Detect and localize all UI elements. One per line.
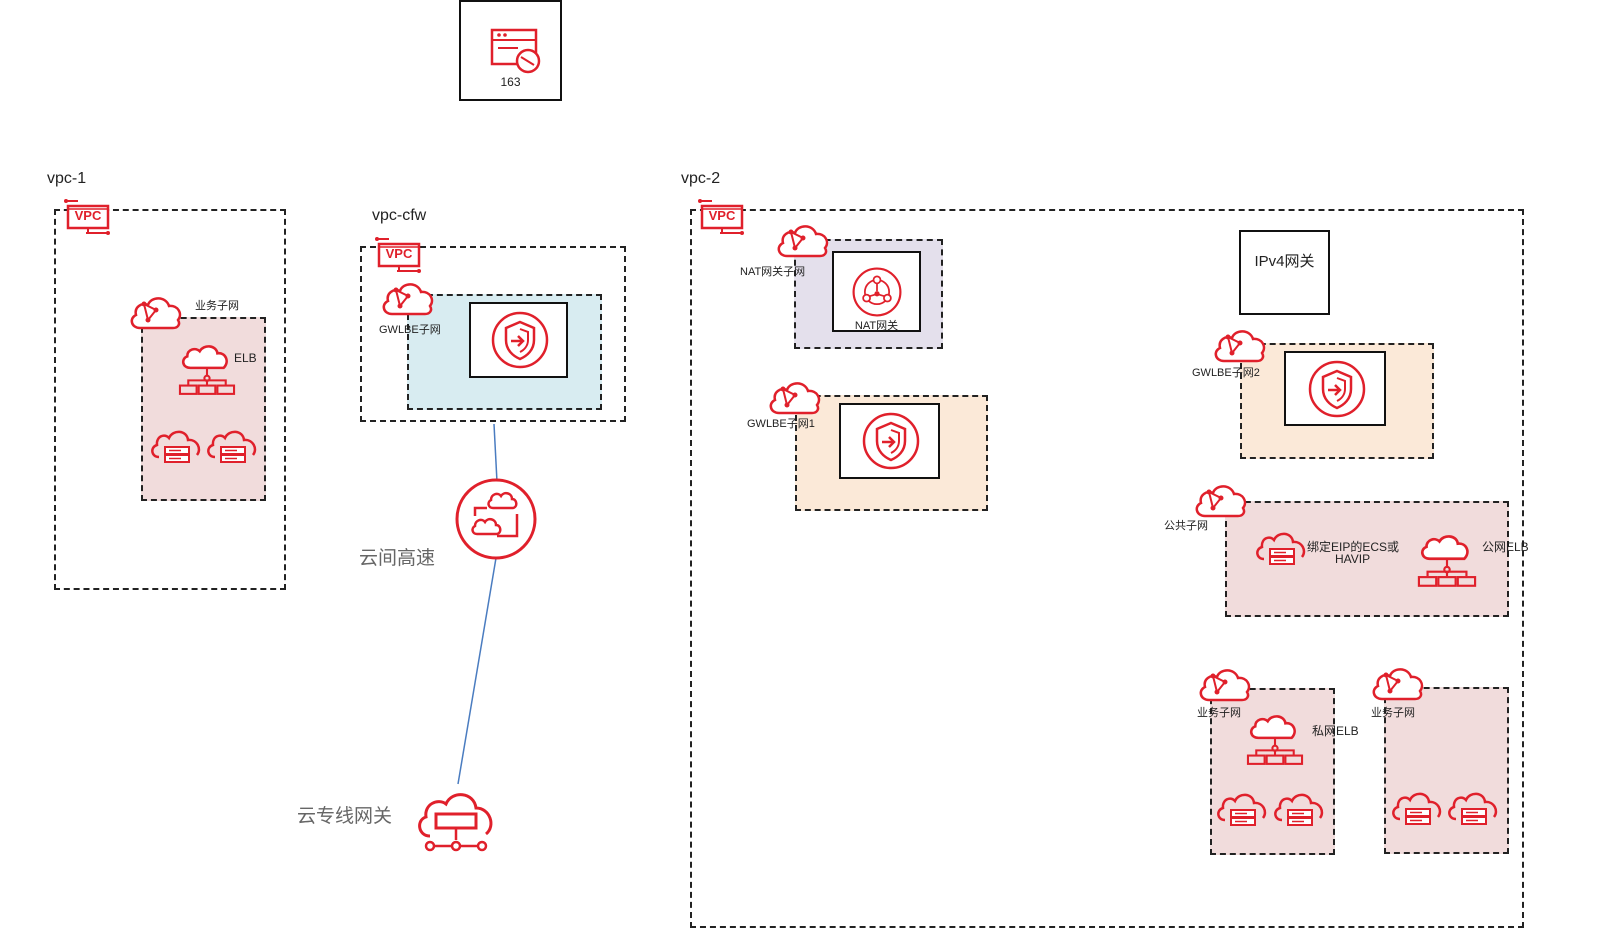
subnet-icon bbox=[128, 292, 184, 332]
vpc1-biz-subnet-label: 业务子网 bbox=[195, 300, 239, 312]
gwlbe-2-firewall-node[interactable] bbox=[1284, 351, 1386, 426]
gwlbe-subnet-2-label: GWLBE子网2 bbox=[1192, 367, 1260, 379]
ecs-icon[interactable] bbox=[1215, 790, 1271, 832]
gwlbe-subnet-1-label: GWLBE子网1 bbox=[747, 418, 815, 430]
private-elb-label: 私网ELB bbox=[1312, 724, 1359, 738]
nat-subnet-label: NAT网关子网 bbox=[740, 266, 806, 278]
vpc1-elb-label: ELB bbox=[234, 351, 257, 365]
firewall-shield-icon bbox=[1307, 359, 1367, 419]
ecs-icon[interactable] bbox=[1446, 789, 1502, 831]
vpccfw-container[interactable] bbox=[360, 246, 626, 422]
cfw-to-cloud-connect-link bbox=[493, 423, 498, 483]
subnet-icon bbox=[775, 220, 831, 260]
vpc2-title: vpc-2 bbox=[681, 170, 721, 187]
vpc2-badge: VPC bbox=[698, 198, 746, 238]
nat-gateway-label: NAT网关 bbox=[854, 320, 899, 332]
subnet-icon bbox=[380, 278, 436, 318]
gwlbe-1-firewall-node[interactable] bbox=[839, 403, 940, 479]
biz-subnet-b[interactable] bbox=[1384, 687, 1509, 854]
subnet-icon bbox=[767, 377, 823, 417]
vpc2-container[interactable] bbox=[690, 209, 1524, 928]
public-elb-label: 公网ELB bbox=[1482, 540, 1529, 554]
firewall-shield-icon bbox=[861, 411, 921, 471]
vpccfw-firewall-node[interactable] bbox=[469, 302, 568, 378]
ecs-eip-label-1: 绑定EIP的ECS或 bbox=[1307, 540, 1400, 554]
elb-icon[interactable] bbox=[1416, 535, 1478, 589]
ipv4-gateway-label: IPv4网关 bbox=[1254, 253, 1315, 270]
ecs-icon[interactable] bbox=[1272, 790, 1328, 832]
subnet-icon bbox=[1370, 663, 1426, 703]
elb-icon[interactable] bbox=[1245, 715, 1305, 767]
top-node-label: 163 bbox=[500, 75, 521, 89]
vpc1-title: vpc-1 bbox=[47, 170, 87, 187]
direct-connect-gateway-icon[interactable] bbox=[414, 782, 498, 854]
vpccfw-badge: VPC bbox=[375, 236, 423, 276]
ipv4-gateway-node[interactable]: IPv4网关 bbox=[1239, 230, 1330, 315]
cloud-connect-to-dc-gateway-link bbox=[457, 557, 497, 785]
subnet-icon bbox=[1212, 325, 1268, 365]
ecs-eip-label-2: HAVIP bbox=[1335, 552, 1371, 566]
subnet-icon bbox=[1197, 664, 1253, 704]
nat-gateway-icon bbox=[851, 266, 903, 318]
ecs-icon[interactable] bbox=[205, 427, 261, 469]
subnet-icon bbox=[1193, 480, 1249, 520]
web-app-icon bbox=[490, 28, 541, 74]
ecs-icon[interactable] bbox=[149, 427, 205, 469]
ecs-icon[interactable] bbox=[1390, 789, 1446, 831]
vpc1-badge: VPC bbox=[64, 198, 112, 238]
dc-gateway-label: 云专线网关 bbox=[297, 806, 393, 827]
biz-subnet-b-label: 业务子网 bbox=[1371, 707, 1415, 719]
vpccfw-gwlbe-label: GWLBE子网 bbox=[379, 324, 441, 336]
ecs-icon[interactable] bbox=[1254, 529, 1310, 571]
cloud-connect-icon[interactable] bbox=[455, 478, 537, 560]
biz-subnet-a-label: 业务子网 bbox=[1197, 707, 1241, 719]
elb-icon[interactable] bbox=[177, 345, 237, 397]
vpc1-container[interactable] bbox=[54, 209, 286, 590]
vpccfw-title: vpc-cfw bbox=[372, 207, 427, 224]
cloud-connect-label: 云间高速 bbox=[359, 548, 436, 569]
public-subnet-label: 公共子网 bbox=[1164, 520, 1208, 532]
top-node-163[interactable]: 163 bbox=[459, 0, 562, 101]
nat-gateway-node[interactable]: NAT网关 bbox=[832, 251, 921, 332]
firewall-shield-icon bbox=[490, 310, 550, 370]
